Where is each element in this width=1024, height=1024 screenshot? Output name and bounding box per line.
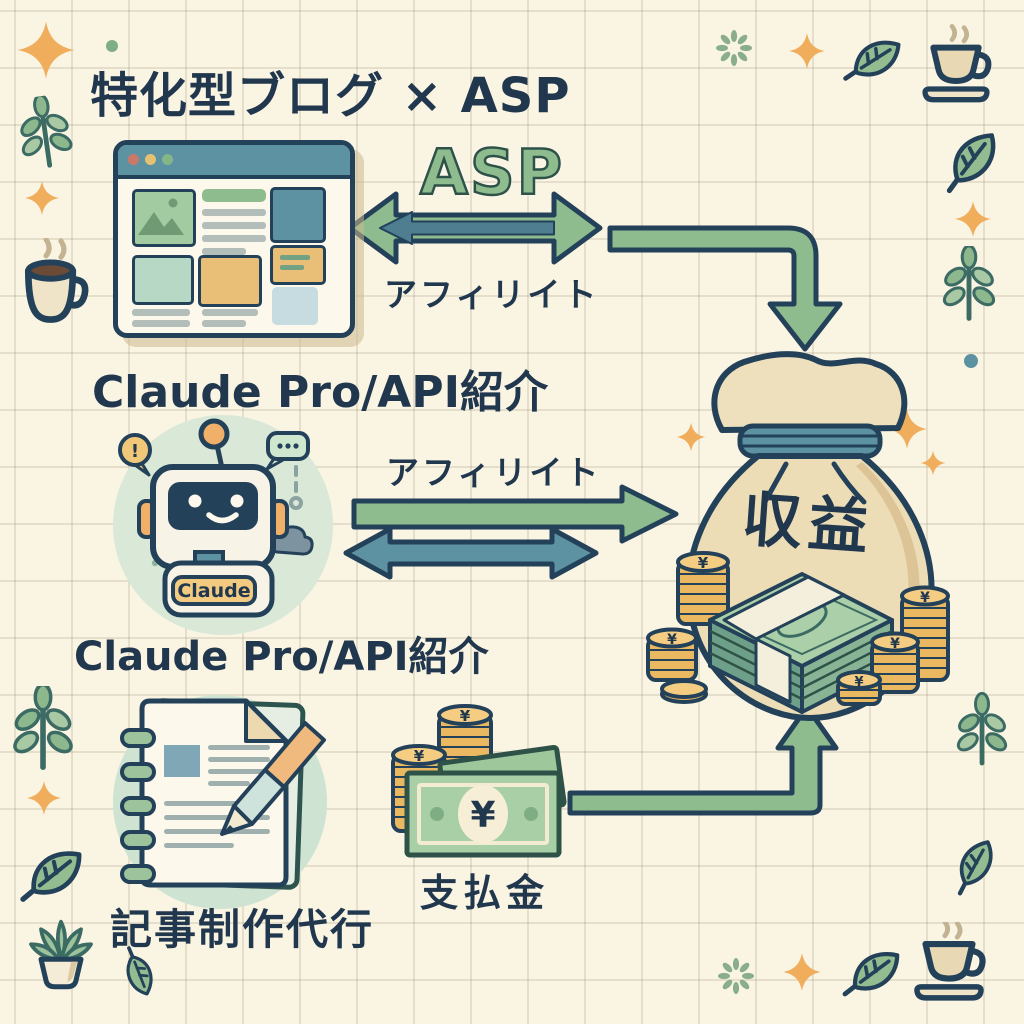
coin-stack: ¥ (646, 627, 698, 682)
text-line (202, 209, 266, 216)
coffee-mug-icon (16, 238, 94, 324)
affiliate-double-arrow-teal (343, 526, 599, 580)
claude-name-badge (171, 575, 257, 606)
green-dot-icon (162, 154, 173, 165)
starburst-icon (716, 956, 756, 996)
leaf-icon (937, 125, 1006, 197)
sidebar-panel-block (272, 287, 318, 325)
leaf-icon (15, 836, 88, 914)
yen-mark: ¥ (667, 632, 677, 648)
coin (660, 679, 708, 704)
text-line (202, 248, 246, 255)
chat-dots (277, 443, 299, 449)
sparkle-icon (26, 780, 62, 816)
robot-eye-left (188, 494, 202, 508)
sparkle-icon (954, 200, 992, 238)
diagram-title: 特化型ブログ × ASP (90, 68, 571, 124)
plant-pot-icon (26, 916, 96, 990)
yen-mark: ¥ (460, 707, 471, 725)
alert-bubble-icon (118, 433, 152, 467)
article-writing-illustration (113, 695, 327, 909)
sprig-icon (942, 246, 996, 322)
revenue-money-illustration: ¥ ¥ ¥ (646, 351, 950, 721)
elbow-arrow-to-revenue (607, 225, 843, 352)
headline-bar (202, 189, 266, 202)
coin-stack: ¥ (676, 551, 730, 626)
affiliate-label-mid: アフィリイト (386, 453, 602, 492)
sidebar-widget-block (270, 187, 326, 243)
claude-section-heading: Claude Pro/API紹介 (92, 367, 548, 418)
text-line (132, 320, 190, 327)
spiral-rings (120, 728, 156, 884)
text-line (202, 222, 266, 229)
leaf-icon (940, 834, 1008, 899)
leaf-icon (838, 26, 908, 94)
yen-mark: ¥ (698, 554, 709, 572)
yen-mark: ¥ (890, 636, 900, 652)
yen-mark: ¥ (470, 795, 495, 836)
claude-badge-label: Claude (177, 580, 250, 602)
sparkle-icon (788, 32, 826, 70)
robot-face-screen (168, 482, 258, 530)
antenna-ball (198, 418, 230, 450)
teacup-icon (902, 922, 996, 1002)
text-line (202, 309, 258, 316)
sprig-icon (12, 686, 74, 770)
content-card-orange (198, 255, 262, 307)
text-line (202, 320, 246, 327)
affiliate-arrow-right (351, 484, 679, 544)
leaf-icon (837, 939, 906, 1007)
article-service-caption: 記事制作代行 (110, 905, 375, 954)
teacup-icon (916, 24, 996, 106)
yen-mark: ¥ (854, 675, 863, 690)
exclamation-mark: ! (131, 441, 139, 462)
sparkle-icon (16, 20, 76, 80)
coin-stack: ¥ (870, 631, 920, 694)
dot-icon (106, 40, 118, 52)
coin-stack: ¥ (836, 670, 882, 706)
mountain-photo-icon (138, 198, 184, 235)
node-circle-icon (289, 496, 303, 510)
yen-mark: ¥ (414, 747, 425, 765)
page-image-block (164, 745, 200, 777)
payment-caption: 支払金 (420, 871, 550, 915)
bag-tie-band (737, 423, 883, 459)
affiliate-label-top: アフィリイト (384, 275, 600, 314)
sparkle-icon (782, 952, 822, 992)
blog-browser-window (113, 140, 355, 338)
asp-double-arrow (347, 191, 603, 265)
folded-corner (244, 699, 288, 743)
yellow-dot-icon (145, 154, 156, 165)
payment-illustration: ¥ ¥ ¥ (391, 704, 567, 858)
yen-mark: ¥ (920, 590, 930, 606)
claude-robot-illustration: Claude ! (113, 415, 333, 635)
banknote: ¥ (404, 770, 562, 858)
inner-left-arrow (379, 211, 555, 245)
claude-robot-caption: Claude Pro/API紹介 (74, 634, 489, 680)
starburst-icon (714, 28, 754, 68)
robot-eye-right (230, 494, 244, 508)
content-card-mint (132, 255, 194, 305)
pen (220, 721, 326, 836)
ad-banner-block (270, 245, 326, 285)
bundle-strap-front (754, 637, 792, 704)
page-text-lines (164, 745, 270, 848)
revenue-label: 収益 (739, 484, 877, 564)
asp-label: ASP (419, 135, 565, 211)
sparkle-icon (24, 180, 60, 216)
robot-smile (206, 512, 239, 524)
text-line (202, 235, 266, 242)
text-line (132, 309, 190, 316)
red-dot-icon (128, 154, 139, 165)
blog-image-thumbnail (132, 189, 196, 247)
browser-titlebar (118, 145, 350, 179)
banknote-bundle (708, 572, 894, 714)
pen-nib (222, 825, 235, 834)
sprig-icon (9, 92, 80, 172)
